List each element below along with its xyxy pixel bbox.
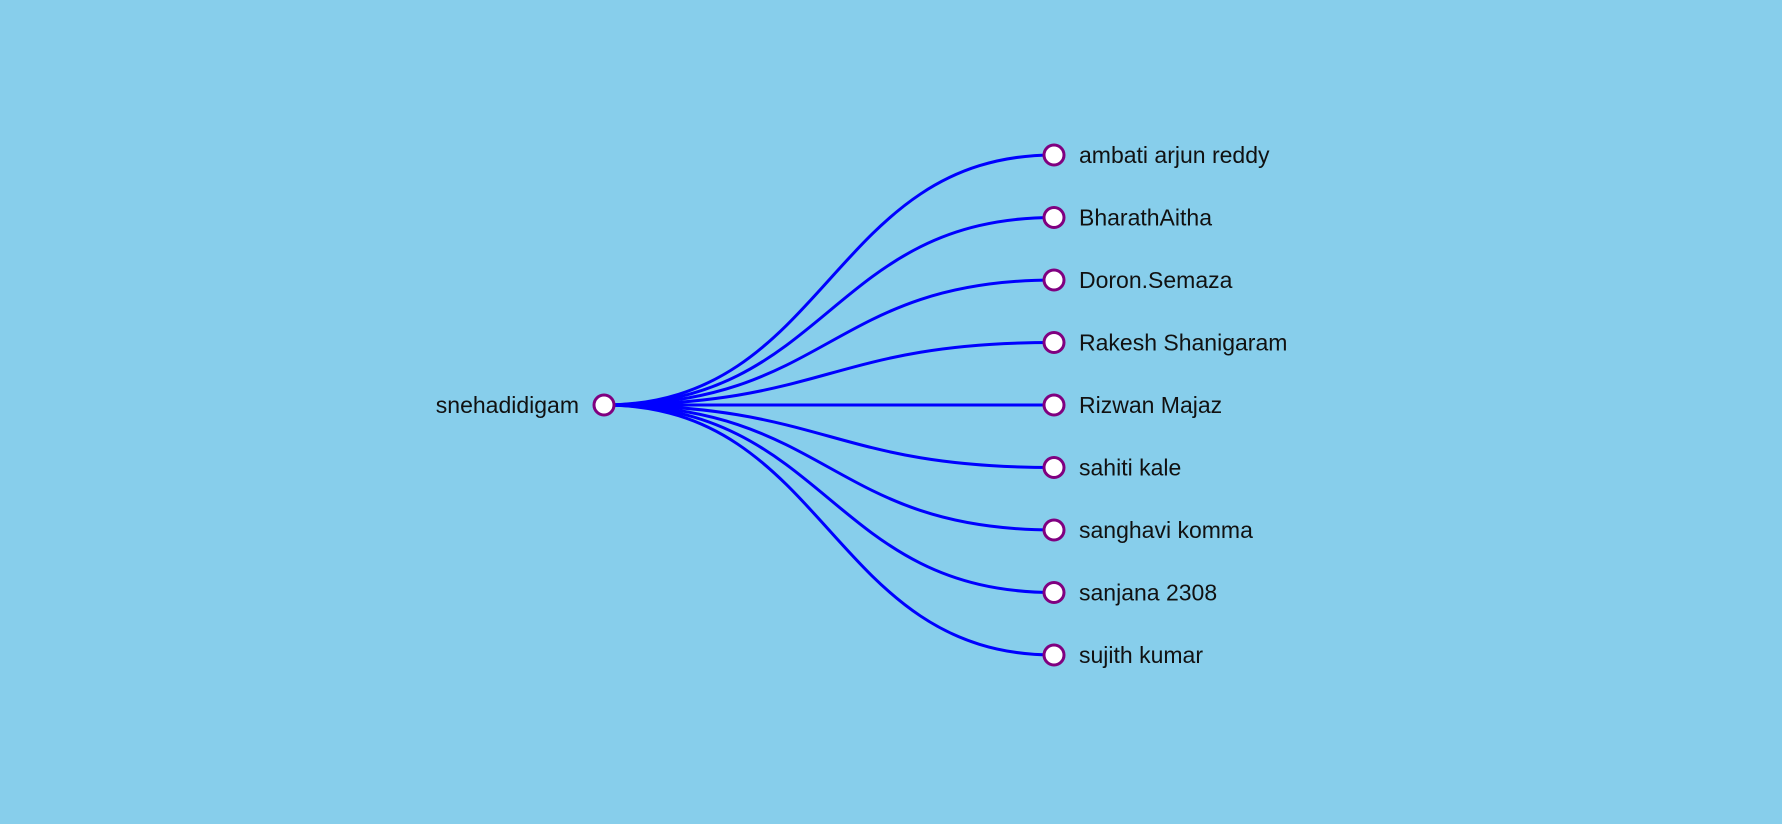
node-circle[interactable] [592, 393, 616, 417]
tree-node-rakesh-shanigaram[interactable]: Rakesh Shanigaram [1042, 330, 1287, 356]
node-label: Doron.Semaza [1079, 267, 1233, 293]
tree-node-snehadidigam[interactable]: snehadidigam [436, 392, 616, 418]
link-bharathaitha [603, 216, 1055, 407]
tree-node-sahiti-kale[interactable]: sahiti kale [1042, 455, 1181, 481]
node-label: BharathAitha [1079, 205, 1212, 231]
link-sujith-kumar [603, 403, 1055, 657]
node-label: Rizwan Majaz [1079, 392, 1222, 418]
tree-node-doron-semaza[interactable]: Doron.Semaza [1042, 267, 1233, 293]
node-label: sujith kumar [1079, 642, 1203, 668]
link-ambati-arjun-reddy [603, 153, 1055, 407]
tree-node-sanghavi-komma[interactable]: sanghavi komma [1042, 517, 1253, 543]
link-sahiti-kale [603, 403, 1055, 469]
tree-node-sujith-kumar[interactable]: sujith kumar [1042, 642, 1203, 668]
tree-node-sanjana-2308[interactable]: sanjana 2308 [1042, 580, 1217, 606]
node-label: ambati arjun reddy [1079, 142, 1270, 168]
tree-node-bharathaitha[interactable]: BharathAitha [1042, 205, 1212, 231]
node-label: sanjana 2308 [1079, 580, 1217, 606]
link-doron-semaza [603, 278, 1055, 407]
tree-node-rizwan-majaz[interactable]: Rizwan Majaz [1042, 392, 1222, 418]
link-rakesh-shanigaram [603, 341, 1055, 407]
node-circle[interactable] [1042, 456, 1066, 479]
node-circle[interactable] [1042, 331, 1066, 354]
node-circle[interactable] [1042, 268, 1066, 292]
tree-node-ambati-arjun-reddy[interactable]: ambati arjun reddy [1042, 142, 1270, 168]
node-label: sanghavi komma [1079, 517, 1253, 543]
node-label: sahiti kale [1079, 455, 1181, 481]
nodes-group: snehadidigam ambati arjun reddyBharathAit… [436, 142, 1288, 668]
link-sanghavi-komma [603, 403, 1055, 532]
node-label: snehadidigam [436, 392, 579, 418]
node-circle[interactable] [1042, 643, 1066, 667]
link-sanjana-2308 [603, 403, 1055, 594]
node-circle[interactable] [1042, 143, 1066, 167]
links-group [603, 153, 1055, 657]
node-label: Rakesh Shanigaram [1079, 330, 1287, 356]
node-circle[interactable] [1042, 581, 1066, 604]
node-circle[interactable] [1042, 393, 1066, 417]
node-circle[interactable] [1042, 518, 1066, 542]
node-circle[interactable] [1042, 206, 1066, 229]
